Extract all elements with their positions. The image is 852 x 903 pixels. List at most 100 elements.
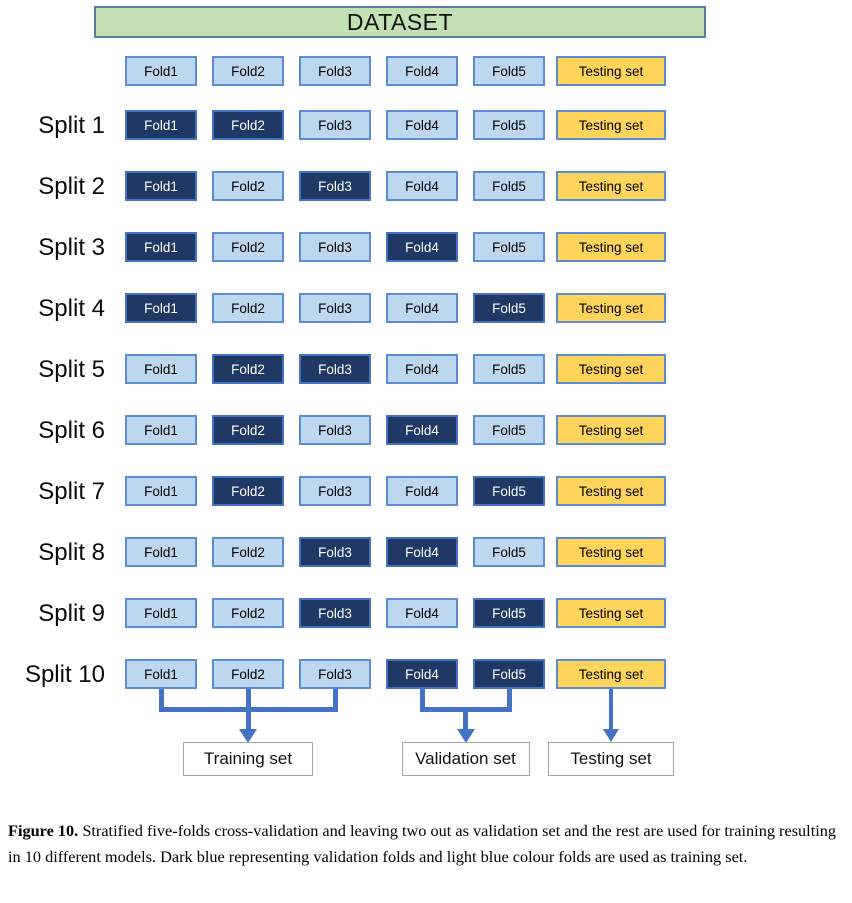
split-8-fold-3-validation-label: Fold3 — [318, 544, 352, 560]
output-box-testing-set: Testing set — [548, 742, 674, 776]
split-8-fold-5-training: Fold5 — [473, 537, 545, 567]
split-3-fold-4-validation-label: Fold4 — [405, 239, 439, 255]
header-fold-5: Fold5 — [473, 56, 545, 86]
split-5-fold-3-validation-label: Fold3 — [318, 361, 352, 377]
split-7-fold-4-training: Fold4 — [386, 476, 458, 506]
validation-drop-fold-4 — [419, 689, 425, 709]
split-10-fold-3-training: Fold3 — [299, 659, 371, 689]
split-1-fold-4-training-label: Fold4 — [405, 117, 439, 133]
split-3-fold-3-training: Fold3 — [299, 232, 371, 262]
split-10-testing-set: Testing set — [556, 659, 666, 689]
split-2-testing-set-label: Testing set — [578, 178, 644, 194]
validation-arrow-head — [456, 729, 475, 743]
split-3-fold-2-training: Fold2 — [212, 232, 284, 262]
split-5-fold-2-validation: Fold2 — [212, 354, 284, 384]
split-5-fold-5-training: Fold5 — [473, 354, 545, 384]
split-3-fold-1-validation: Fold1 — [125, 232, 197, 262]
split-3-fold-5-training-label: Fold5 — [492, 239, 526, 255]
split-4-fold-5-validation: Fold5 — [473, 293, 545, 323]
split-3-testing-set: Testing set — [556, 232, 666, 262]
split-10-fold-1-training: Fold1 — [125, 659, 197, 689]
split-8-fold-4-validation: Fold4 — [386, 537, 458, 567]
dataset-bar: DATASET — [94, 6, 706, 38]
split-9-testing-set-label: Testing set — [578, 605, 644, 621]
split-9-fold-2-training: Fold2 — [212, 598, 284, 628]
training-drop-fold-3 — [332, 689, 338, 709]
header-fold-3: Fold3 — [299, 56, 371, 86]
split-8-fold-2-training: Fold2 — [212, 537, 284, 567]
split-label-8: Split 8 — [38, 539, 105, 566]
header-fold-2-label: Fold2 — [231, 63, 265, 79]
split-3-fold-2-training-label: Fold2 — [231, 239, 265, 255]
split-9-fold-1-training-label: Fold1 — [144, 605, 178, 621]
split-5-testing-set-label: Testing set — [578, 361, 644, 377]
split-5-fold-5-training-label: Fold5 — [492, 361, 526, 377]
split-4-fold-2-training-label: Fold2 — [231, 300, 265, 316]
split-6-fold-1-training-label: Fold1 — [144, 422, 178, 438]
testing-arrow-stem — [609, 689, 613, 730]
split-1-fold-4-training: Fold4 — [386, 110, 458, 140]
split-8-fold-4-validation-label: Fold4 — [405, 544, 439, 560]
split-6-testing-set-label: Testing set — [578, 422, 644, 438]
split-2-fold-4-training-label: Fold4 — [405, 178, 439, 194]
output-box-training-set: Training set — [183, 742, 313, 776]
split-7-fold-5-validation-label: Fold5 — [492, 483, 526, 499]
split-9-fold-2-training-label: Fold2 — [231, 605, 265, 621]
split-7-fold-3-training: Fold3 — [299, 476, 371, 506]
split-8-fold-3-validation: Fold3 — [299, 537, 371, 567]
dataset-bar-label: DATASET — [346, 8, 454, 35]
split-7-fold-3-training-label: Fold3 — [318, 483, 352, 499]
training-drop-fold-1 — [158, 689, 164, 709]
split-1-fold-5-training: Fold5 — [473, 110, 545, 140]
split-6-fold-5-training: Fold5 — [473, 415, 545, 445]
split-8-fold-2-training-label: Fold2 — [231, 544, 265, 560]
split-4-fold-1-validation-label: Fold1 — [144, 300, 178, 316]
split-1-testing-set-label: Testing set — [578, 117, 644, 133]
split-1-fold-2-validation: Fold2 — [212, 110, 284, 140]
split-label-10: Split 10 — [24, 661, 105, 688]
split-9-fold-3-validation-label: Fold3 — [318, 605, 352, 621]
validation-drop-fold-5 — [506, 689, 512, 709]
split-2-fold-3-validation-label: Fold3 — [318, 178, 352, 194]
split-8-fold-1-training-label: Fold1 — [144, 544, 178, 560]
split-4-fold-2-training: Fold2 — [212, 293, 284, 323]
output-box-label: Testing set — [570, 749, 652, 768]
header-fold-3-label: Fold3 — [318, 63, 352, 79]
split-9-fold-5-validation: Fold5 — [473, 598, 545, 628]
split-7-fold-1-training: Fold1 — [125, 476, 197, 506]
split-7-fold-4-training-label: Fold4 — [405, 483, 439, 499]
header-testing-set: Testing set — [556, 56, 666, 86]
split-label-6: Split 6 — [38, 417, 105, 444]
split-9-fold-3-validation: Fold3 — [299, 598, 371, 628]
split-10-fold-3-training-label: Fold3 — [318, 666, 352, 682]
split-4-testing-set-label: Testing set — [578, 300, 644, 316]
split-6-testing-set: Testing set — [556, 415, 666, 445]
header-fold-1: Fold1 — [125, 56, 197, 86]
split-4-fold-3-training-label: Fold3 — [318, 300, 352, 316]
validation-arrow-stem — [463, 709, 468, 730]
split-6-fold-3-training-label: Fold3 — [318, 422, 352, 438]
split-5-fold-2-validation-label: Fold2 — [231, 361, 265, 377]
split-6-fold-3-training: Fold3 — [299, 415, 371, 445]
split-10-fold-4-validation-label: Fold4 — [405, 666, 439, 682]
split-10-testing-set-label: Testing set — [578, 666, 644, 682]
split-3-fold-4-validation: Fold4 — [386, 232, 458, 262]
training-drop-fold-2 — [245, 689, 251, 709]
split-3-fold-5-training: Fold5 — [473, 232, 545, 262]
split-2-testing-set: Testing set — [556, 171, 666, 201]
split-label-3: Split 3 — [38, 234, 105, 261]
figure-caption-body: Stratified five-folds cross-validation a… — [8, 821, 837, 867]
split-7-fold-2-validation: Fold2 — [212, 476, 284, 506]
split-label-5: Split 5 — [38, 356, 105, 383]
testing-arrow-head — [603, 729, 619, 742]
split-5-fold-1-training: Fold1 — [125, 354, 197, 384]
split-4-testing-set: Testing set — [556, 293, 666, 323]
split-6-fold-2-validation: Fold2 — [212, 415, 284, 445]
split-2-fold-1-validation: Fold1 — [125, 171, 197, 201]
header-fold-1-label: Fold1 — [144, 63, 178, 79]
split-2-fold-5-training-label: Fold5 — [492, 178, 526, 194]
split-1-fold-1-validation: Fold1 — [125, 110, 197, 140]
split-2-fold-1-validation-label: Fold1 — [144, 178, 178, 194]
split-8-testing-set-label: Testing set — [578, 544, 644, 560]
